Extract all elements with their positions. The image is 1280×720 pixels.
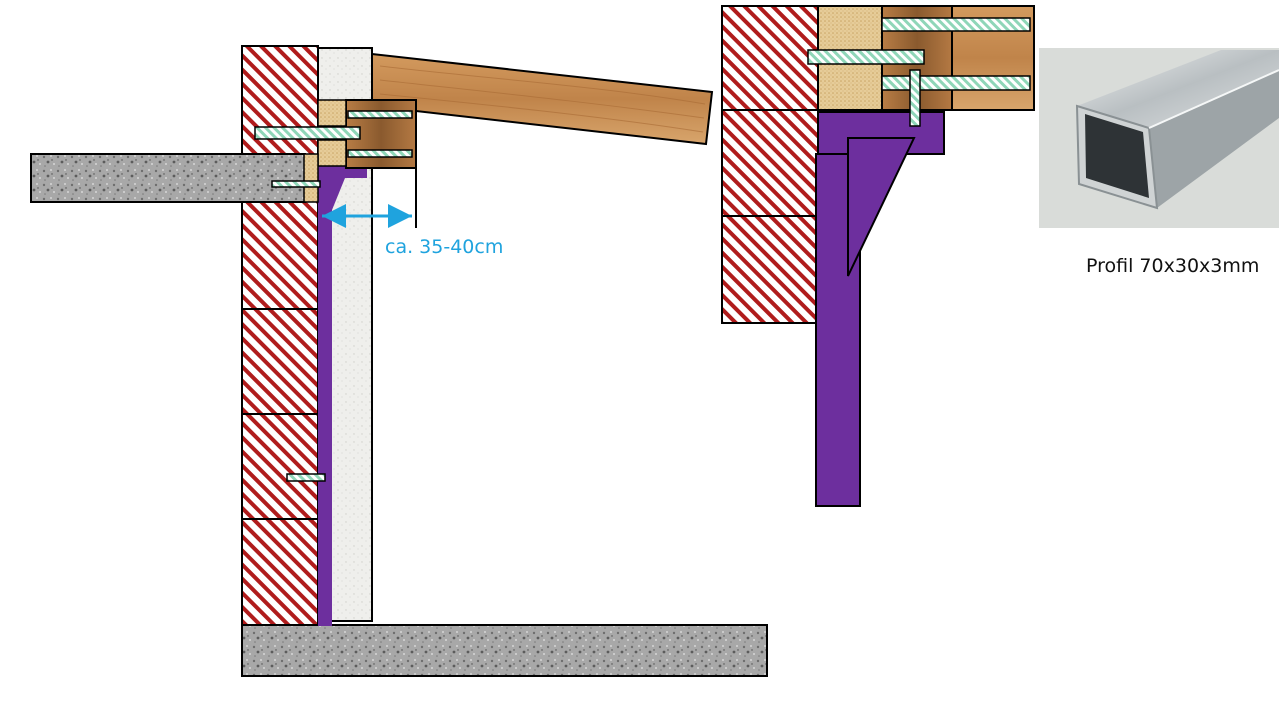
- threaded-rod: [347, 110, 413, 119]
- tube-hollow: [1085, 114, 1149, 198]
- osb-block: [317, 139, 347, 167]
- tube-side-face: [1149, 70, 1279, 208]
- detail-brick-wall: [721, 5, 821, 324]
- osb-block: [317, 99, 347, 127]
- threaded-rod: [254, 126, 361, 140]
- detail-vertical-rod: [909, 69, 921, 127]
- rafter-beam: [371, 52, 714, 146]
- right-detail-section: [721, 5, 1035, 507]
- osb-block: [303, 153, 319, 203]
- steel-bracket: [318, 166, 367, 210]
- left-wall-section: ca. 35-40cm: [30, 45, 768, 677]
- tube-top-face: [1077, 50, 1279, 128]
- profile-photo: [1039, 48, 1279, 228]
- profile-caption: Profil 70x30x3mm: [1086, 255, 1260, 277]
- ground-slab: [241, 624, 768, 677]
- brick-wall: [241, 45, 319, 626]
- detail-threaded-rod: [881, 17, 1031, 32]
- detail-threaded-rod: [881, 75, 1031, 91]
- steel-profile-vertical: [318, 166, 332, 626]
- threaded-rod: [347, 149, 413, 158]
- detail-threaded-rod: [807, 49, 925, 65]
- wood-grain: [379, 65, 706, 133]
- dimension-label: ca. 35-40cm: [385, 236, 503, 258]
- wall-anchor: [286, 473, 326, 482]
- floor-slab: [30, 153, 306, 203]
- threaded-rod: [271, 180, 321, 188]
- detail-steel-gusset: [847, 137, 916, 277]
